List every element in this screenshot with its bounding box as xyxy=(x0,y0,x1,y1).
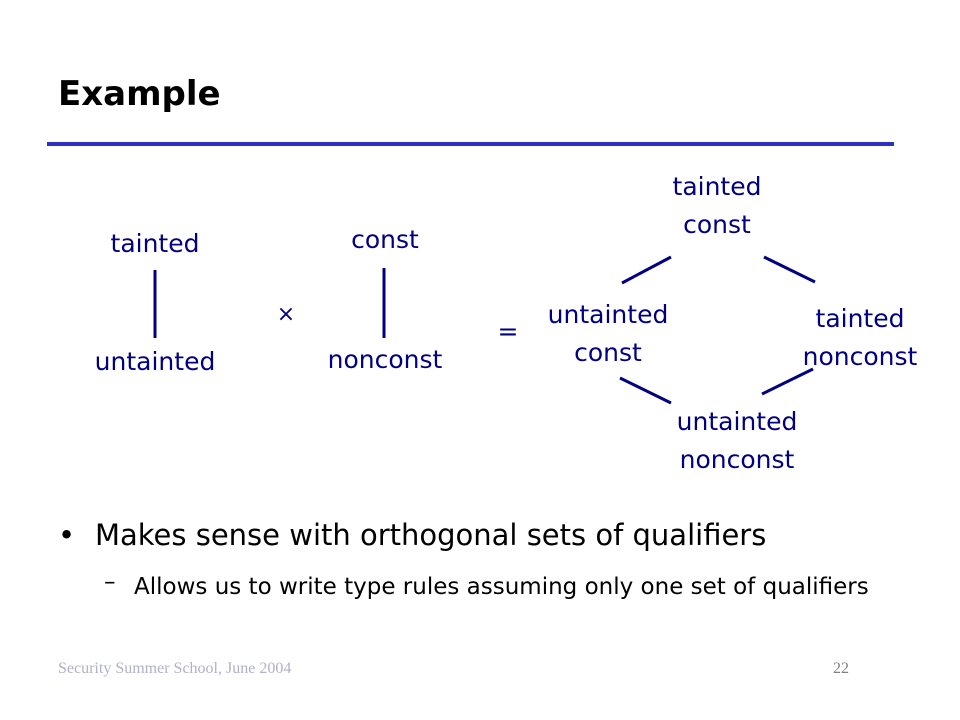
bullet-marker: • xyxy=(58,518,76,552)
node-line: tainted xyxy=(672,172,762,201)
node-line: untainted xyxy=(676,407,798,436)
sub-bullet-text: Allows us to write type rules assuming o… xyxy=(134,574,869,600)
node-tainted-nonconst: tainted nonconst xyxy=(780,300,940,376)
node-line: const xyxy=(683,210,751,239)
node-line: untainted xyxy=(547,300,669,329)
title-divider xyxy=(47,142,894,146)
untainted-label: untainted xyxy=(94,347,216,376)
node-untainted-nonconst: untainted nonconst xyxy=(657,403,817,479)
edge-right-bottom xyxy=(761,367,814,396)
node-tainted-const: tainted const xyxy=(637,168,797,244)
slide-title: Example xyxy=(58,74,221,114)
tainted-label: tainted xyxy=(110,229,200,258)
edge-top-right xyxy=(763,255,816,284)
node-line: const xyxy=(574,338,642,367)
times-symbol: × xyxy=(276,302,296,327)
node-line: nonconst xyxy=(679,445,795,474)
edge-top-left xyxy=(621,255,672,285)
nonconst-label: nonconst xyxy=(327,345,443,374)
const-label: const xyxy=(351,225,419,254)
bullet-text: Makes sense with orthogonal sets of qual… xyxy=(95,518,767,552)
edge-left-bottom xyxy=(619,376,672,405)
node-line: nonconst xyxy=(802,342,918,371)
equals-symbol: = xyxy=(497,317,519,346)
page-number: 22 xyxy=(833,660,849,677)
footer-text: Security Summer School, June 2004 xyxy=(58,660,292,677)
sub-bullet-dash: – xyxy=(104,569,116,595)
node-line: tainted xyxy=(815,304,905,333)
node-untainted-const: untainted const xyxy=(528,296,688,372)
